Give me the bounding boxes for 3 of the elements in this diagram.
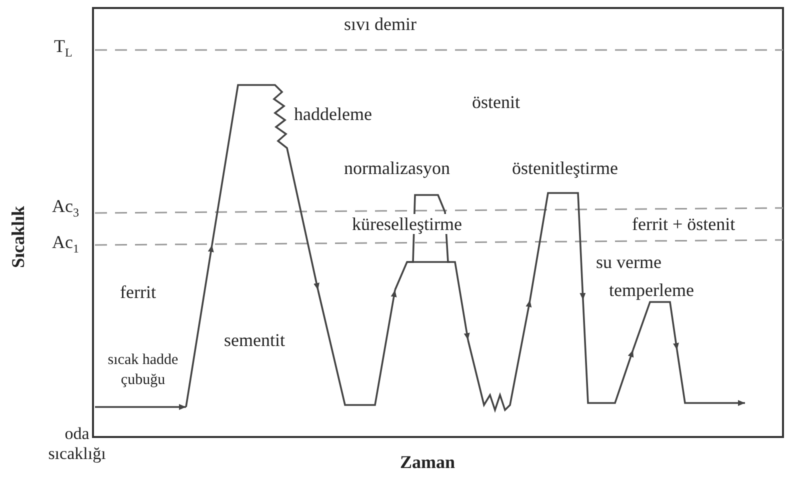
material-label: sıcak hadde çubuğu <box>106 351 180 390</box>
process-label: küreselleştirme <box>350 214 464 234</box>
temperature-mark: oda sıcaklığı <box>47 424 107 464</box>
